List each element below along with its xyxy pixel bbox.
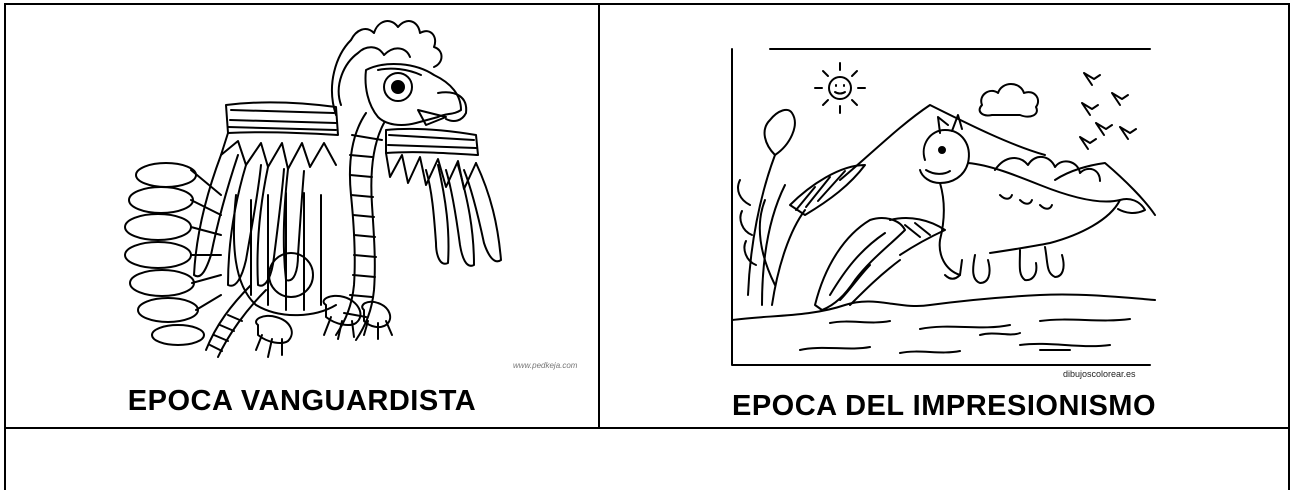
- caption-vanguardista: EPOCA VANGUARDISTA: [127, 385, 477, 417]
- table-border-left: [4, 3, 6, 490]
- cell-impresionismo: dibujoscolorear.es EPOCA DEL IMPRESIONIS…: [600, 5, 1288, 427]
- image-credit-eagle: www.pedkeja.com: [513, 361, 578, 370]
- cell-vanguardista: www.pedkeja.com EPOCA VANGUARDISTA: [6, 5, 598, 427]
- aztec-eagle-drawing: [124, 20, 502, 358]
- table-border-right: [1288, 3, 1290, 490]
- cell-empty-row: [6, 429, 1288, 490]
- table-row-divider: [4, 427, 1290, 429]
- caption-impresionismo: EPOCA DEL IMPRESIONISMO: [732, 390, 1156, 422]
- dinosaur-landscape-drawing: [731, 48, 1156, 366]
- image-credit-dinosaur: dibujoscolorear.es: [1063, 369, 1136, 379]
- table-column-divider: [598, 3, 600, 429]
- table-border-top: [4, 3, 1290, 5]
